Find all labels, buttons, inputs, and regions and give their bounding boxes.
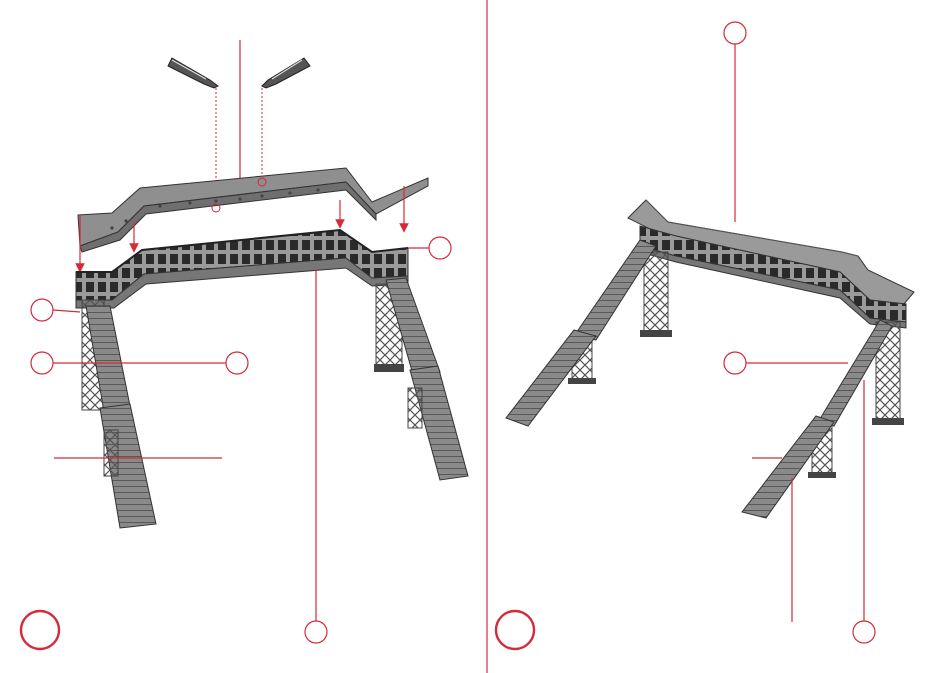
callout-stair-left-mid: [31, 352, 226, 374]
callout-deck-right: [408, 237, 451, 259]
exploded-assembly-view: [21, 40, 468, 649]
callout-deck-bottom: [305, 270, 327, 643]
stair-right: [742, 320, 892, 518]
step-badge-left: [21, 611, 59, 649]
callout-stair-left-mid-2: [226, 352, 248, 374]
callout-stair-right-mid: [724, 352, 848, 374]
step-badge-right: [496, 611, 534, 649]
lamp-right: [262, 58, 310, 88]
callout-tower-right-bottom: [853, 380, 875, 643]
stair-left-lower: [100, 404, 156, 528]
bridge-deck: [76, 230, 408, 308]
callout-roof-top: [724, 22, 746, 222]
stair-left: [506, 240, 656, 426]
stair-right-lower: [408, 366, 468, 480]
lamp-left: [168, 58, 218, 88]
callout-stair-left-top: [31, 299, 80, 321]
assembled-view: [496, 22, 914, 649]
tower-right: [808, 322, 904, 478]
